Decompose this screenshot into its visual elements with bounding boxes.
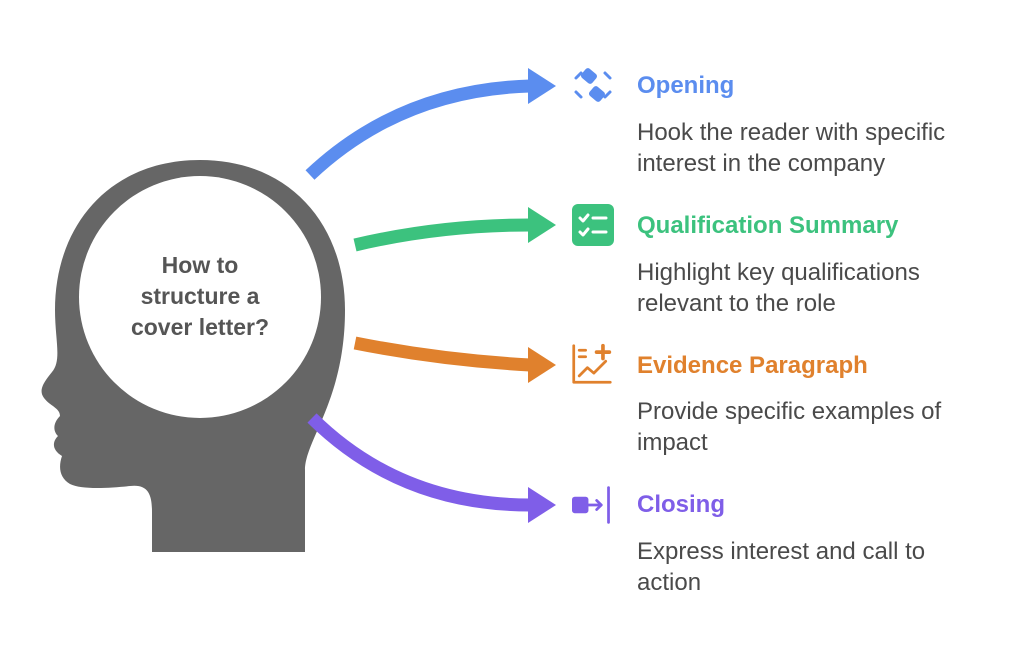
opening-title: Opening xyxy=(637,72,735,99)
evidence-paragraph-title: Evidence Paragraph xyxy=(637,352,868,379)
qualification-summary-title: Qualification Summary xyxy=(637,212,899,239)
closing-description-line-1: Express interest and call to xyxy=(637,538,926,565)
head-inner-circle xyxy=(79,176,321,418)
evidence-paragraph-description-line-2: impact xyxy=(637,429,708,456)
closing-description-line-2: action xyxy=(637,569,702,596)
opening-description-line-1: Hook the reader with specific xyxy=(637,119,946,146)
center-line-2: structure a xyxy=(140,283,260,309)
closing-description: Express interest and call to action xyxy=(637,536,997,598)
qualification-summary-description-line-2: relevant to the role xyxy=(637,290,836,317)
arrow-opening xyxy=(305,68,556,180)
arrow-qualification xyxy=(353,207,556,252)
arrow-closing xyxy=(307,413,556,523)
evidence-paragraph-description: Provide specific examples of impact xyxy=(637,396,997,458)
center-line-3: cover letter? xyxy=(130,314,270,340)
center-line-1: How to xyxy=(161,252,239,278)
evidence-paragraph-description-line-1: Provide specific examples of xyxy=(637,398,942,425)
qualification-summary-description-line-1: Highlight key qualifications xyxy=(637,259,920,286)
center-question: How to structure a cover letter? xyxy=(95,250,305,343)
arrow-evidence xyxy=(353,336,556,383)
qualification-summary-description: Highlight key qualifications relevant to… xyxy=(637,257,997,319)
head-silhouette xyxy=(41,160,345,552)
opening-description: Hook the reader with specific interest i… xyxy=(637,117,997,179)
exit-icon xyxy=(572,486,610,524)
chart-plus-icon xyxy=(572,343,612,384)
opening-description-line-2: interest in the company xyxy=(637,150,886,177)
checklist-icon xyxy=(572,204,614,246)
closing-title: Closing xyxy=(637,491,725,518)
handshake-icon xyxy=(574,68,612,102)
